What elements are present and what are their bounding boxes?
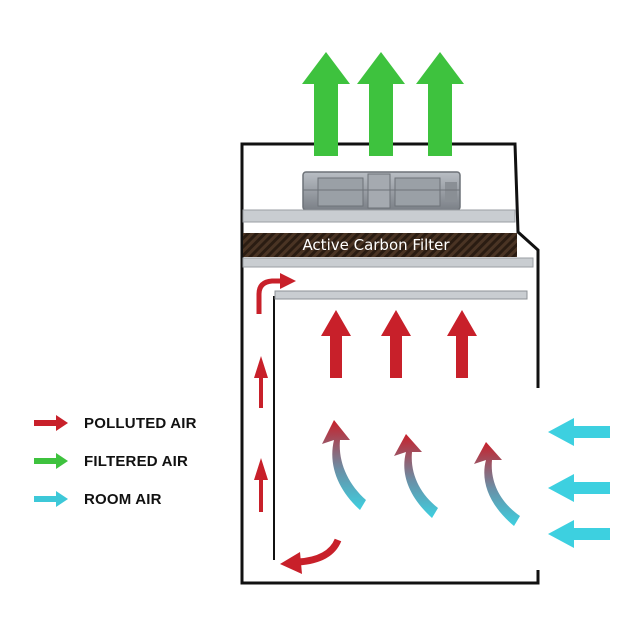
room-air-arrow [548,474,610,502]
filter-shelf [242,257,534,268]
legend-label: ROOM AIR [84,490,162,508]
legend-item-polluted: POLLUTED AIR [30,404,250,442]
sash-shelf [274,290,528,300]
filtered-air-arrow [302,52,350,156]
fan-shelf [242,209,516,223]
room-air-arrow [548,418,610,446]
polluted-air-arrow [254,356,268,408]
red-arrow-icon [34,415,68,431]
polluted-air-turn-arrow [256,278,282,314]
green-arrow-icon [34,453,68,469]
active-carbon-filter: Active Carbon Filter [243,233,517,257]
polluted-air-turn-arrowhead [280,273,296,289]
mixing-air-arrow [322,420,366,510]
polluted-air-arrow [447,310,477,378]
legend-label: POLLUTED AIR [84,414,197,432]
room-air-arrow [548,520,610,548]
room-air-arrows [548,418,610,548]
polluted-air-bottom-arrowhead [280,552,302,574]
polluted-air-arrows [254,273,477,574]
filtered-air-arrow [416,52,464,156]
filtered-air-arrow [357,52,405,156]
cyan-arrow-icon [34,491,68,507]
polluted-air-arrow [381,310,411,378]
mixing-air-arrow [394,434,438,518]
polluted-air-arrow [321,310,351,378]
mixing-air-arrows [322,420,520,526]
legend-label: FILTERED AIR [84,452,189,470]
hood-outer-wall [240,142,540,585]
mixing-air-arrow [474,442,520,526]
polluted-air-arrow [254,458,268,512]
filtered-air-arrows [302,52,464,156]
exhaust-fan [302,171,461,211]
legend-item-room: ROOM AIR [30,480,250,518]
legend-item-filtered: FILTERED AIR [30,442,250,480]
filter-label: Active Carbon Filter [302,236,450,254]
polluted-air-bottom-arrow [297,538,342,566]
legend: POLLUTED AIR FILTERED AIR ROOM AIR [30,404,250,518]
